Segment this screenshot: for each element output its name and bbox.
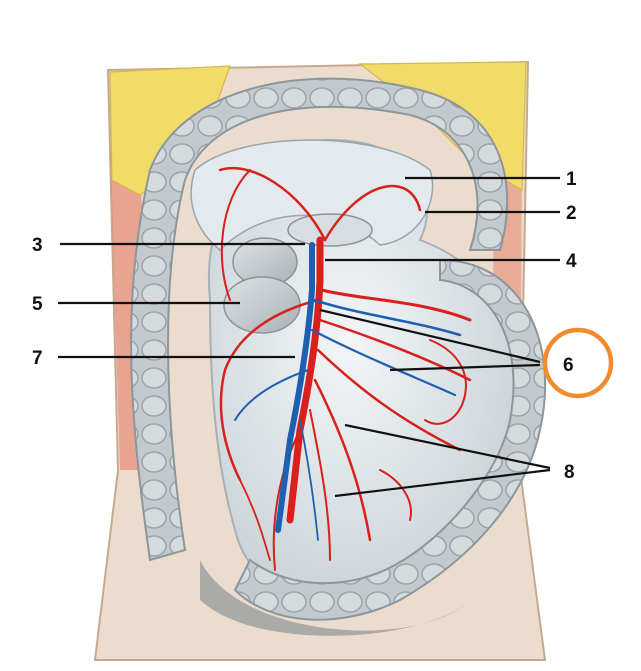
leader-lines [58, 176, 560, 498]
pelvic-recess [200, 560, 470, 636]
label-8: 8 [564, 462, 575, 483]
label-6: 6 [563, 355, 574, 376]
veins [234, 242, 462, 541]
colon-frame [130, 77, 509, 562]
leader-8b [334, 468, 551, 498]
leader-8a [344, 423, 551, 470]
label-5: 5 [32, 294, 43, 315]
small-intestine-loops [233, 258, 547, 621]
leader-6b [389, 363, 541, 372]
label-4: 4 [566, 251, 577, 272]
label-1: 1 [566, 169, 577, 190]
arteries [218, 166, 472, 571]
label-7: 7 [32, 348, 43, 369]
highlight-ring [542, 327, 614, 399]
label-2: 2 [566, 203, 577, 224]
label-3: 3 [32, 235, 43, 256]
leader-6a [319, 308, 541, 364]
